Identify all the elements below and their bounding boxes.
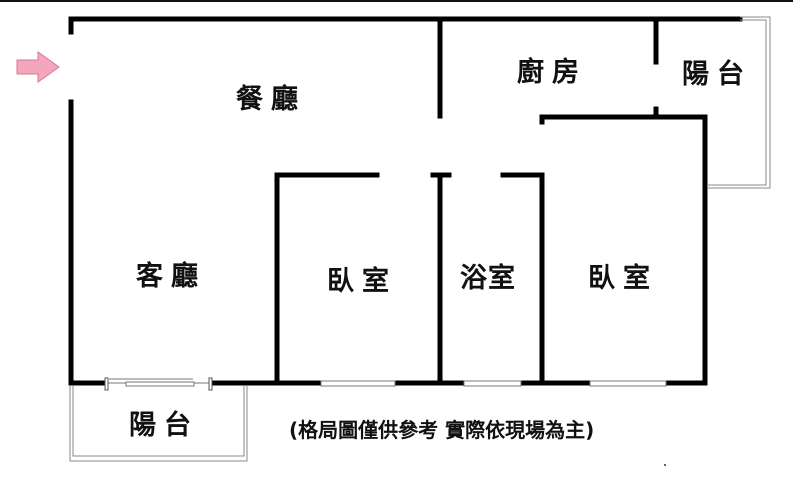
- balcony-outline-sw: [69, 386, 248, 462]
- window-bedroom-1: [320, 380, 396, 387]
- room-label-bedroom-1: 臥室: [327, 266, 397, 297]
- walls: [68, 16, 743, 386]
- room-label-bedroom-2: 臥室: [588, 263, 658, 294]
- sliding-door: [104, 377, 213, 391]
- room-label-balcony-sw: 陽台: [129, 410, 199, 441]
- balcony-outline-ne: [707, 16, 771, 189]
- entrance-arrow-icon: [16, 51, 60, 83]
- window-bathroom: [463, 380, 522, 387]
- room-label-kitchen: 廚房: [517, 57, 587, 88]
- room-label-balcony-ne: 陽台: [682, 59, 752, 90]
- window-bedroom-2: [589, 380, 667, 387]
- room-label-dining: 餐廳: [236, 84, 306, 115]
- room-label-living: 客廳: [136, 261, 206, 292]
- windows: [320, 380, 667, 387]
- disclaimer-note: (格局圖僅供參考 實際依現場為主): [289, 418, 595, 442]
- dot-mark: [664, 464, 666, 466]
- room-label-bathroom: 浴室: [460, 263, 516, 294]
